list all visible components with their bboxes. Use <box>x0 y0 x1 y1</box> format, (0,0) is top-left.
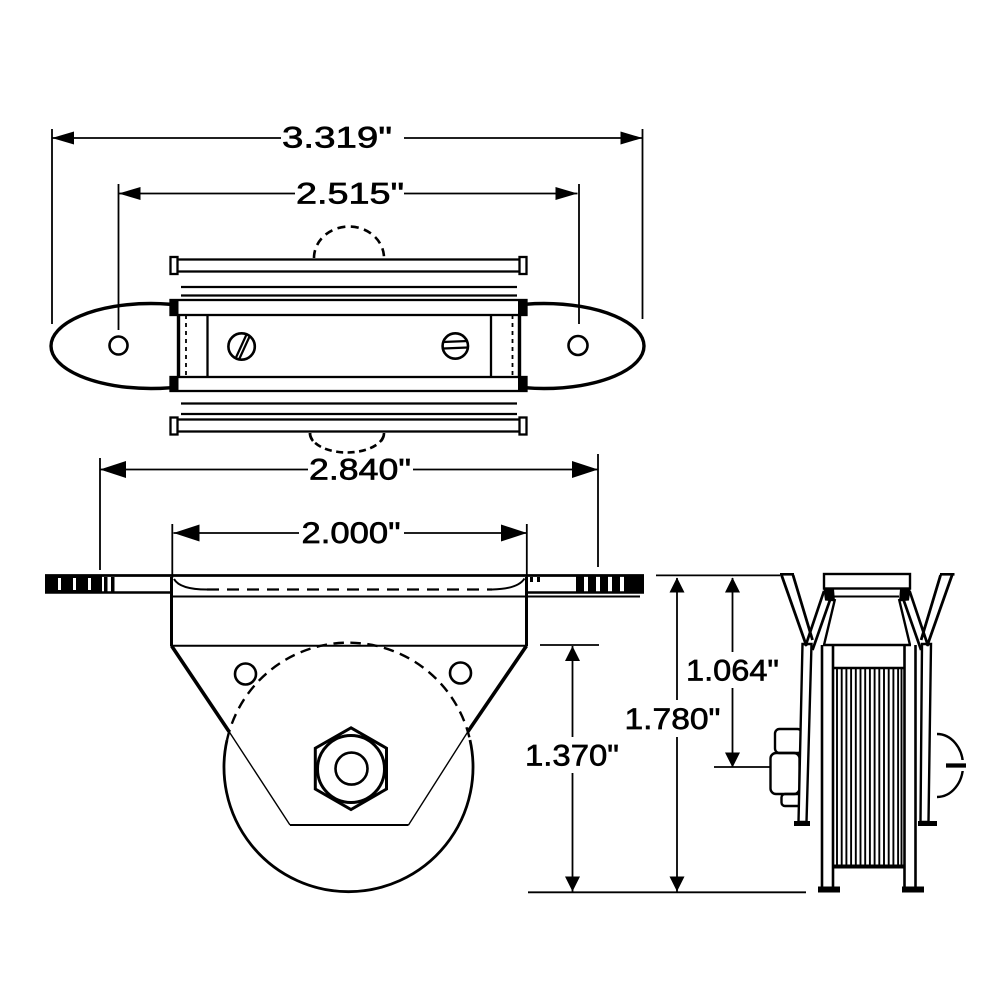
svg-text:2.840": 2.840" <box>309 454 411 487</box>
svg-text:1.780": 1.780" <box>625 703 721 736</box>
svg-text:1.064": 1.064" <box>686 655 779 688</box>
svg-text:3.319": 3.319" <box>282 122 392 155</box>
svg-text:2.515": 2.515" <box>296 178 404 211</box>
svg-text:2.000": 2.000" <box>302 517 401 550</box>
svg-text:1.370": 1.370" <box>525 740 619 773</box>
